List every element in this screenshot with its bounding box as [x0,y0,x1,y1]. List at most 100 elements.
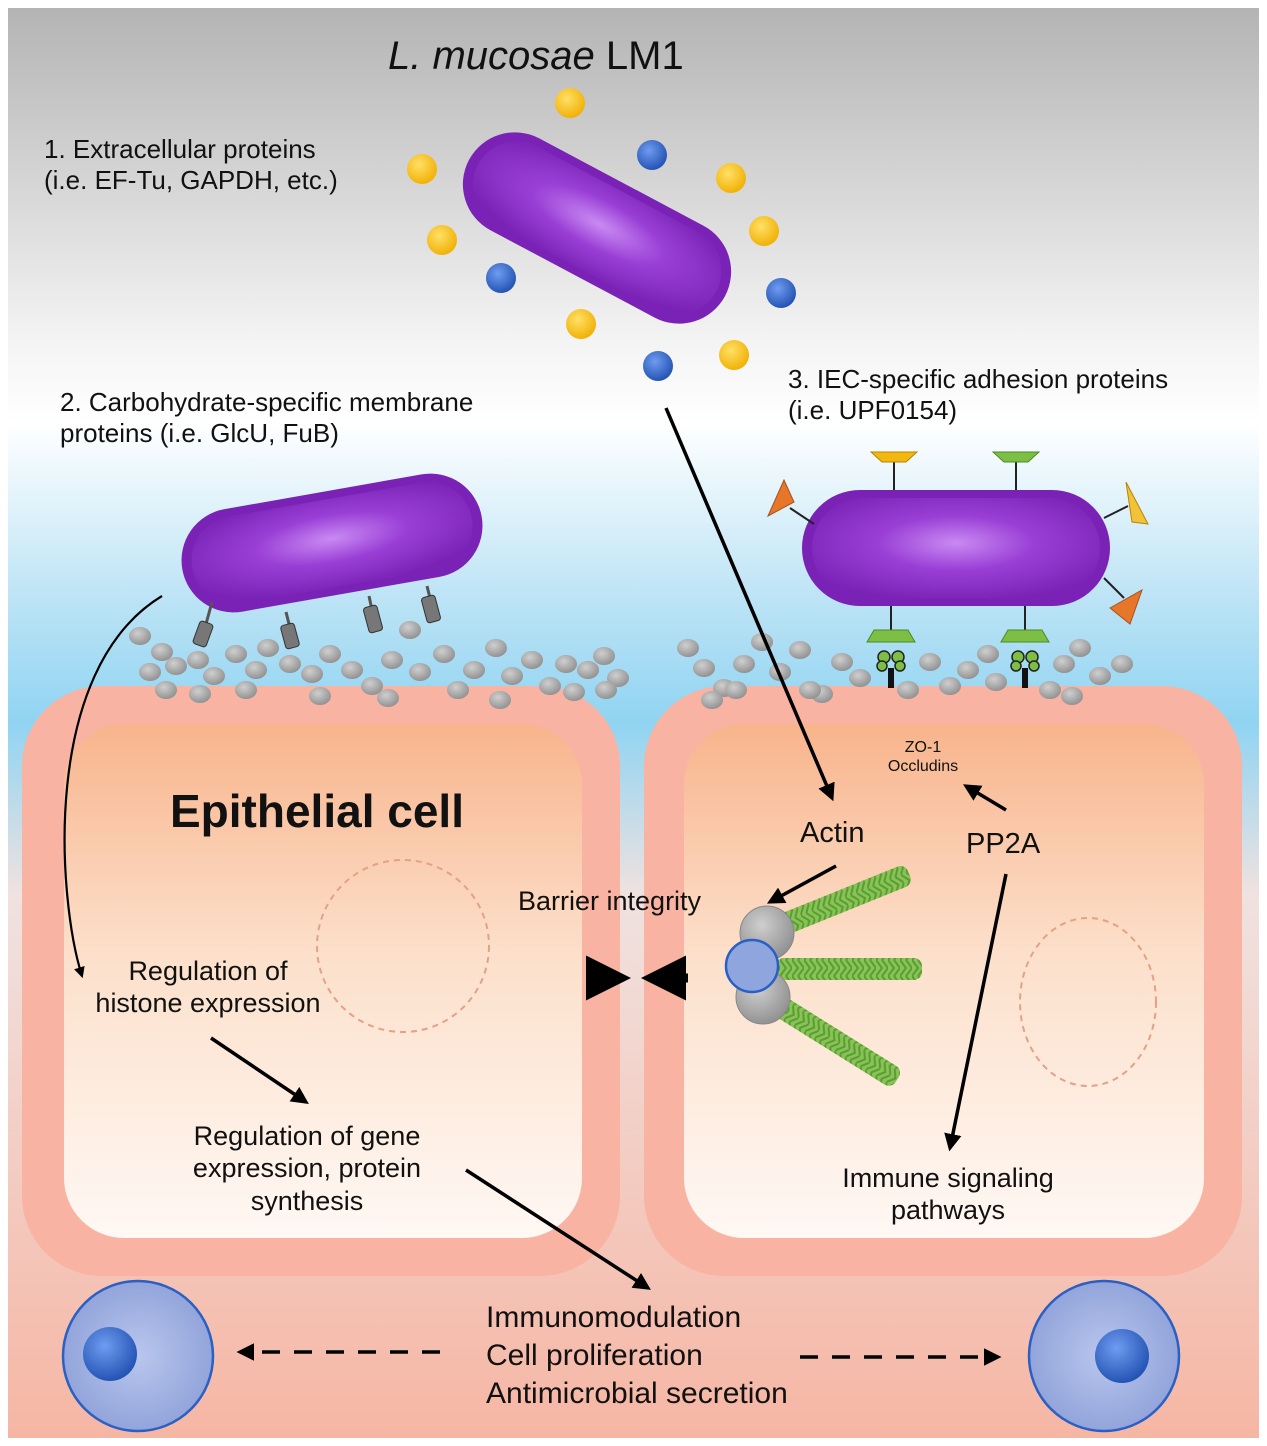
right-nucleus [1019,917,1157,1087]
zo1-label: ZO-1 [904,739,942,756]
mucus-particle [1039,681,1061,699]
tight-junction-proteins: ZO-1 Occludins [866,738,980,776]
mucus-particle [139,663,161,681]
mucus-layer [129,621,1133,709]
barrier-integrity-label: Barrier integrity [518,886,702,916]
outcomes-list: Immunomodulation Cell proliferation Anti… [486,1299,788,1413]
arrow-actin-to-barrier [766,864,837,904]
mucus-particle [155,681,177,699]
mucus-particle [1089,667,1111,685]
gene-regulation-line1: Regulation of gene [193,1121,421,1151]
mucus-particle [957,661,979,679]
mucus-particle [301,665,323,683]
mucus-particle [485,639,507,657]
mucus-particle [129,627,151,645]
arrow-pp2a-to-immune [944,873,1008,1152]
arrow-pp2a-to-zo1 [962,784,1007,812]
histone-regulation-line1: Regulation of [128,956,288,986]
title-strain: LM1 [605,34,684,78]
outcome-antimicrobial-secretion: Antimicrobial secretion [486,1377,788,1410]
mucus-particle [799,681,821,699]
actin-label: Actin [800,817,865,849]
mucus-particle [235,681,257,699]
mucus-particle [165,657,187,675]
mucus-particle [701,691,723,709]
left-nucleus [316,859,490,1033]
title: L. mucosae LM1 [388,32,684,80]
mucus-particle [1069,639,1091,657]
bacterium-adhesion [766,451,1149,688]
mucus-particle [309,687,331,705]
immune-signaling: Immune signaling pathways [814,1162,1082,1227]
pp2a-label: PP2A [966,828,1041,860]
section-carbohydrate-line1: 2. Carbohydrate-specific membrane [60,387,474,417]
mucus-particle [489,691,511,709]
mucus-particle [789,641,811,659]
mucus-particle [1111,655,1133,673]
mucus-particle [257,639,279,657]
mucus-particle [151,643,173,661]
outcome-immunomodulation: Immunomodulation [486,1301,742,1334]
mucus-particle [1061,687,1083,705]
mucus-particle [607,669,629,687]
adhesion-proteins [766,451,1149,643]
mucus-particle [399,621,421,639]
gene-regulation-line3: synthesis [250,1185,364,1216]
actin-complex-core [724,938,780,994]
immune-cell-left [61,1279,215,1433]
mucus-particle [919,653,941,671]
title-organism: L. mucosae [388,34,595,78]
section-carbohydrate: 2. Carbohydrate-specific membrane protei… [60,387,473,449]
mucus-particle [189,685,211,703]
mucus-particle [521,651,543,669]
section-extracellular: 1. Extracellular proteins (i.e. EF-Tu, G… [44,134,338,196]
immune-signaling-line1: Immune signaling [842,1163,1054,1193]
immune-signaling-line2: pathways [890,1195,1006,1226]
mucus-particle [341,661,363,679]
extracellular-proteins [407,88,796,381]
mucus-particle [225,645,247,663]
outcome-cell-proliferation: Cell proliferation [486,1339,703,1372]
mucus-particle [733,655,755,673]
mucus-particle [463,661,485,679]
mucus-particle [245,661,267,679]
mucus-particle [725,681,747,699]
mucus-particle [187,651,209,669]
bacterium-carbohydrate-binding [181,473,483,650]
mucus-particle [447,681,469,699]
section-adhesion: 3. IEC-specific adhesion proteins (i.e. … [788,364,1168,426]
mucus-particle [593,647,615,665]
mucus-particle [381,651,403,669]
mucus-particle [1053,655,1075,673]
gene-regulation: Regulation of gene expression, protein s… [166,1120,448,1217]
mucus-particle [555,655,577,673]
actin-filaments [724,866,922,1086]
mucus-particle [563,683,585,701]
immune-cell-right [1027,1279,1181,1433]
gene-regulation-line2: expression, protein [192,1153,422,1184]
mucus-particle [693,659,715,677]
mucus-particle [939,677,961,695]
histone-regulation: Regulation of histone expression [70,955,346,1020]
mucus-particle [203,667,225,685]
mucus-particle [831,653,853,671]
epithelial-receptors [876,650,1040,688]
arrow-gene-to-outcomes [465,1168,651,1290]
mucus-particle [361,677,383,695]
mucus-particle [897,681,919,699]
histone-regulation-line2: histone expression [95,988,321,1019]
mucus-particle [433,645,455,663]
mucus-particle [977,645,999,663]
section-adhesion-line2: (i.e. UPF0154) [788,395,958,426]
mucus-particle [677,639,699,657]
mucus-particle [577,661,599,679]
section-extracellular-line2: (i.e. EF-Tu, GAPDH, etc.) [44,165,338,196]
mucus-particle [377,689,399,707]
bacterium-secreting [462,132,732,324]
mucus-particle [409,663,431,681]
mucus-particle [595,681,617,699]
mucus-particle [539,677,561,695]
left-epithelial-cell [22,686,620,1276]
